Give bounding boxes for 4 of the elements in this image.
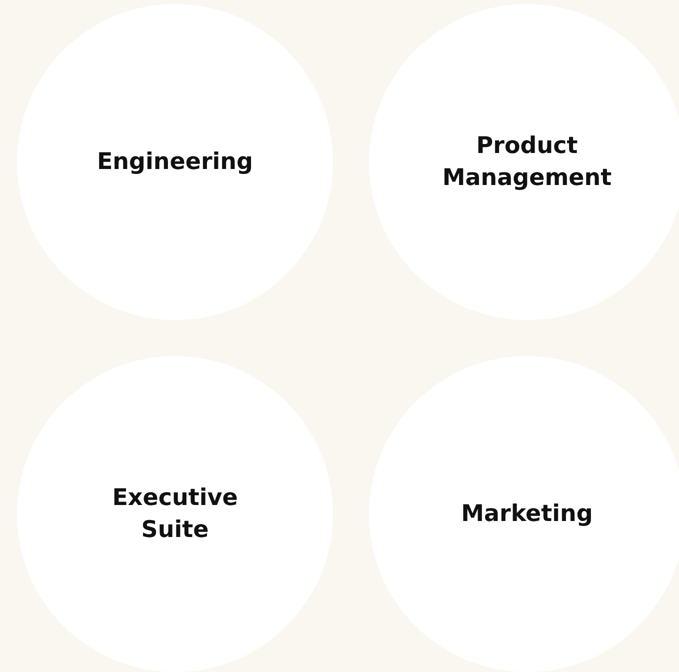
node-label: Marketing — [461, 500, 593, 529]
node-label: Executive Suite — [111, 484, 239, 545]
node-label: Engineering — [96, 148, 254, 177]
node-label: Product Management — [441, 132, 613, 193]
